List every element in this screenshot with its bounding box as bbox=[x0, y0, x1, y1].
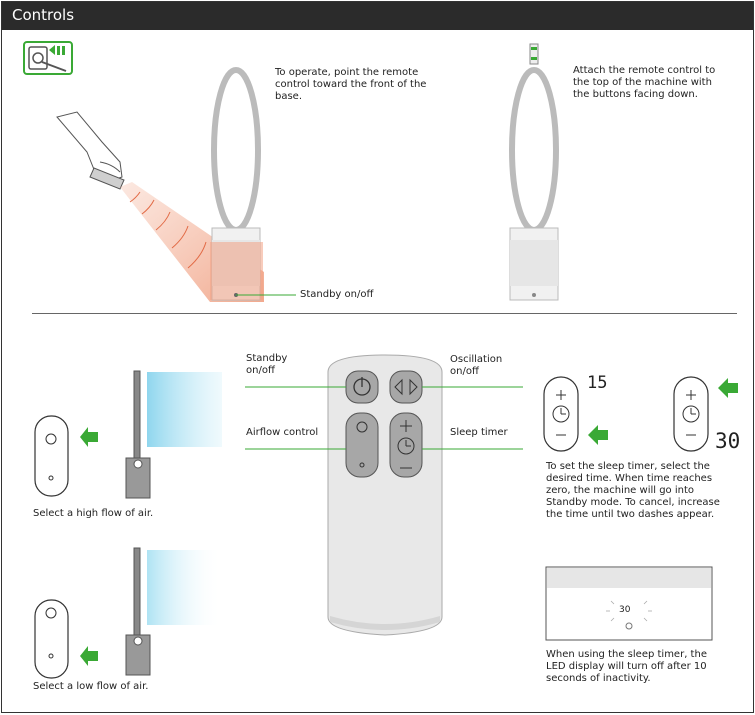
arrow-low-icon bbox=[80, 646, 98, 666]
section-title: Controls bbox=[12, 6, 75, 24]
standby-callout-top: Standby on/off bbox=[300, 289, 374, 300]
sleep-remote-b bbox=[673, 376, 709, 452]
airflow-low-illustration bbox=[125, 547, 222, 676]
attach-remote-text: Attach the remote control to the top of … bbox=[573, 65, 716, 100]
arrow-sleep-a-icon bbox=[588, 425, 608, 445]
led-value: 30 bbox=[619, 605, 631, 615]
sleep-instructions: To set the sleep timer, select the desir… bbox=[546, 461, 720, 520]
sleep-timer-button-icon[interactable] bbox=[389, 412, 423, 478]
section-header: Controls bbox=[2, 2, 753, 30]
led-display-panel bbox=[545, 566, 713, 641]
airflow-high-illustration bbox=[125, 370, 222, 499]
remote-sleep-label: Sleep timer bbox=[450, 427, 508, 438]
purifier-remote-attached bbox=[509, 43, 559, 301]
oscillation-button-icon[interactable] bbox=[389, 370, 423, 404]
led-caption: When using the sleep timer, the LED disp… bbox=[546, 649, 707, 684]
callout-lines bbox=[245, 386, 523, 450]
hand-with-remote-icon bbox=[56, 111, 125, 190]
purifier-front-view bbox=[210, 67, 263, 301]
point-remote-text: To operate, point the remote control tow… bbox=[275, 67, 427, 102]
remote-control bbox=[327, 354, 443, 636]
section-divider bbox=[32, 313, 737, 314]
remote-standby-label: Standby on/off bbox=[246, 353, 288, 376]
remote-airflow-label: Airflow control bbox=[246, 427, 319, 438]
low-flow-caption: Select a low flow of air. bbox=[33, 681, 149, 692]
remote-mini-low bbox=[34, 599, 69, 679]
power-button-icon[interactable] bbox=[345, 370, 379, 404]
ir-beam-waves bbox=[129, 191, 207, 269]
timer-display-30: 30 bbox=[715, 429, 741, 453]
remote-mini-high bbox=[34, 415, 69, 497]
timer-display-15: 15 bbox=[587, 373, 608, 393]
arrow-sleep-b-icon bbox=[718, 378, 738, 398]
high-flow-caption: Select a high flow of air. bbox=[33, 508, 154, 519]
sleep-remote-a bbox=[543, 376, 579, 452]
remote-oscillation-label: Oscillation on/off bbox=[450, 354, 503, 377]
airflow-button-icon[interactable] bbox=[345, 412, 379, 478]
arrow-high-icon bbox=[80, 427, 98, 447]
power-plug-icon bbox=[23, 41, 73, 75]
